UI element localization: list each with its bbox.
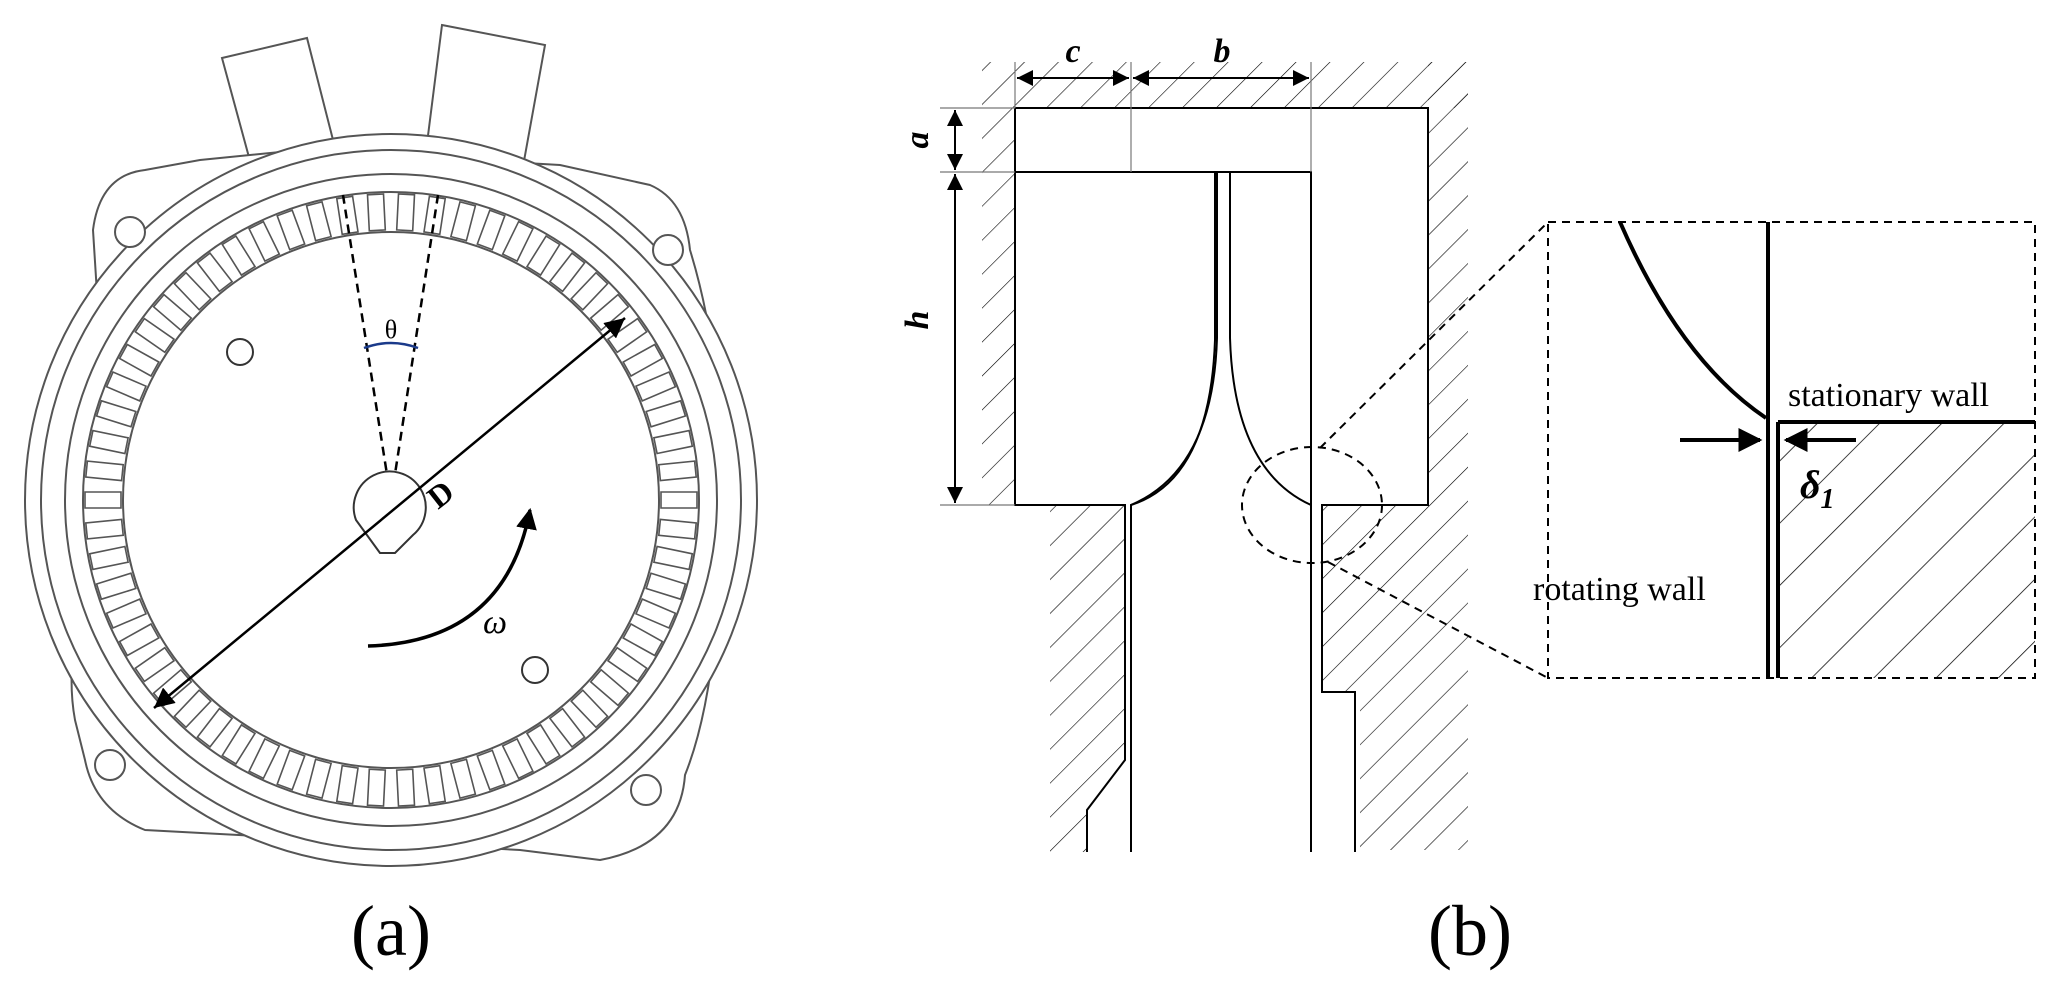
caption-b: (b) [1428, 891, 1512, 971]
rotor-blade [84, 460, 125, 482]
inset-rotor-fillet [1618, 221, 1768, 420]
rotor-blade [366, 193, 387, 232]
rotor-blade [248, 737, 281, 780]
dimension-arrows [947, 70, 1309, 503]
rotor-blade [395, 193, 416, 232]
rotor-blade [423, 764, 447, 805]
stationary-wall-label: stationary wall [1788, 377, 1989, 414]
diameter-dimension [153, 317, 626, 709]
rotor-blade [196, 707, 234, 749]
stator-outline [1015, 107, 1429, 852]
rotor-blade [476, 209, 506, 251]
rotor-blade [105, 598, 148, 630]
balance-hole-1 [226, 338, 254, 366]
rotor-blade [645, 572, 687, 601]
rotor-blade [84, 518, 125, 540]
cavity [1015, 108, 1428, 850]
rotor-blade [657, 460, 698, 482]
label-c: c [1065, 33, 1080, 70]
rotor-blade [173, 271, 212, 311]
rotor-fillet-left [1130, 337, 1218, 506]
rotor-blade [570, 271, 609, 311]
rotor-blade [118, 343, 160, 378]
omega-label: ω [483, 604, 507, 641]
rotor-fillet-right [1229, 337, 1312, 506]
rotor-blade [501, 220, 534, 263]
rotor-blade [548, 707, 586, 749]
rotor-blade [645, 399, 687, 428]
rotor-blade [276, 209, 306, 251]
label-b: b [1214, 33, 1231, 70]
rotor-blade [305, 200, 333, 242]
gap-label: δ1 [1800, 462, 1835, 515]
balance-hole-2 [521, 656, 549, 684]
rotor-blade [95, 399, 137, 428]
caption-a: (a) [351, 891, 431, 971]
rotor-blade [652, 429, 694, 455]
rotor-blade [88, 429, 130, 455]
panel-b: c b a h stationary wall rotating wall δ1 [899, 33, 2036, 971]
rotor-blade [622, 622, 664, 657]
label-h: h [899, 311, 936, 330]
gap-symbol: δ [1800, 462, 1821, 507]
rotor-blade [221, 723, 257, 765]
stationary-hatch-top [1015, 62, 1468, 108]
inset-stationary-hatch [1778, 422, 2035, 678]
rotor-blade [449, 200, 477, 242]
stationary-hatch-right [1322, 62, 1468, 850]
rotating-wall-label: rotating wall [1533, 571, 1706, 608]
rotor-blade [366, 768, 387, 807]
rotor-blade [525, 723, 561, 765]
housing-ring-2 [40, 149, 742, 851]
blade-ring-outer [82, 191, 700, 809]
label-a: a [899, 132, 936, 149]
panel-a: θ D ω (a) [24, 23, 758, 971]
rotor-blade [88, 545, 130, 571]
housing-ring-3 [64, 173, 718, 827]
inset-detail: stationary wall rotating wall δ1 [1533, 221, 2036, 679]
mounting-holes [94, 216, 684, 806]
rotor-blade [305, 758, 333, 800]
rotor-blade [501, 737, 534, 780]
rotor-blade [221, 235, 257, 277]
rotor-blade [276, 749, 306, 791]
rotor-blade [634, 370, 677, 402]
rotor-blade [548, 251, 586, 293]
gap-subscript: 1 [1821, 484, 1835, 515]
rotor-blade [84, 491, 122, 509]
zoom-leaders [1319, 221, 1549, 679]
rotor-blade [634, 598, 677, 630]
rotor-blade [449, 758, 477, 800]
rotor-blade [660, 491, 698, 509]
rotor-blade [105, 370, 148, 402]
rotation-arrow [367, 507, 537, 648]
stator-outline-left [1014, 108, 1126, 852]
rotor-blade [95, 572, 137, 601]
rotor-blade [335, 764, 359, 805]
rotor-blade [476, 749, 506, 791]
rotor-blade [652, 545, 694, 571]
rotor-blade [622, 343, 664, 378]
dimension-guides [940, 62, 1312, 506]
rotor-blade [657, 518, 698, 540]
stationary-hatch-left [982, 62, 1125, 852]
rotor-blade [395, 768, 416, 807]
theta-label: θ [385, 315, 397, 344]
rotor-blade [525, 235, 561, 277]
rotor-blade [196, 251, 234, 293]
rotor-blade [248, 220, 281, 263]
zoom-region [1241, 446, 1383, 564]
